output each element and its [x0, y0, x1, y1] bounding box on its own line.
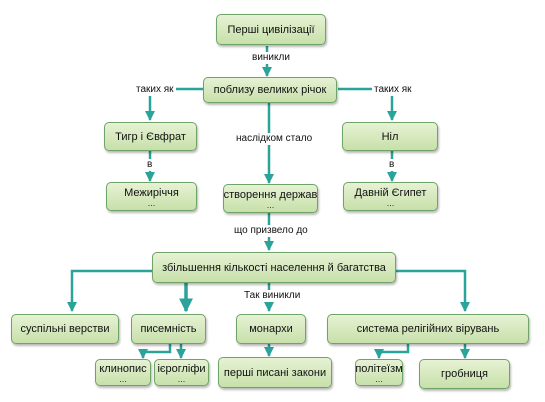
node-rivers: поблизу великих річок — [203, 77, 337, 103]
ellipsis-hieroglyphs: ... — [177, 374, 186, 384]
label-arose: виникли — [250, 52, 292, 64]
label-such-as-right: таких як — [372, 84, 414, 96]
edge-growth-right — [392, 269, 470, 312]
label-such-as-left: таких як — [134, 84, 176, 96]
node-tigris: Тигр і Євфрат — [104, 122, 197, 151]
node-tombs: гробниця — [419, 359, 510, 389]
node-hieroglyphs: ієрогліфи ... — [154, 359, 209, 386]
edge-writing-cuneiform — [138, 344, 172, 359]
label-consequence: наслідком стало — [234, 133, 315, 145]
node-laws: перші писані закони — [218, 357, 332, 388]
label-in-left: в — [145, 159, 155, 171]
node-mesopotamia: Межиріччя ... — [106, 182, 197, 211]
node-nile: Ніл — [342, 122, 438, 151]
node-root: Перші цивілізації — [216, 14, 326, 45]
node-growth: збільшення кількості населення й багатст… — [152, 252, 396, 283]
edge-growth-left — [67, 269, 153, 312]
ellipsis-polytheism: ... — [375, 374, 383, 384]
ellipsis-egypt: ... — [386, 198, 395, 208]
node-monarchs: монархи — [236, 314, 306, 344]
node-polytheism: політеїзм ... — [355, 359, 403, 386]
ellipsis-mesopotamia: ... — [147, 198, 156, 208]
ellipsis-cuneiform: ... — [119, 374, 127, 384]
node-writing: писемність — [131, 314, 206, 344]
node-religion: система релігійних вірувань — [327, 314, 529, 344]
node-cuneiform: клинопис ... — [95, 359, 151, 386]
node-egypt: Давній Єгипет ... — [343, 182, 438, 211]
node-classes: суспільні верстви — [11, 314, 119, 344]
label-in-right: в — [387, 159, 397, 171]
edge-religion-polytheism — [374, 344, 410, 359]
node-states: створення держав ... — [223, 184, 318, 213]
label-led-to: що призвело до — [232, 225, 310, 237]
label-so-arose: Так виникли — [242, 290, 303, 302]
ellipsis-states: ... — [266, 200, 275, 210]
